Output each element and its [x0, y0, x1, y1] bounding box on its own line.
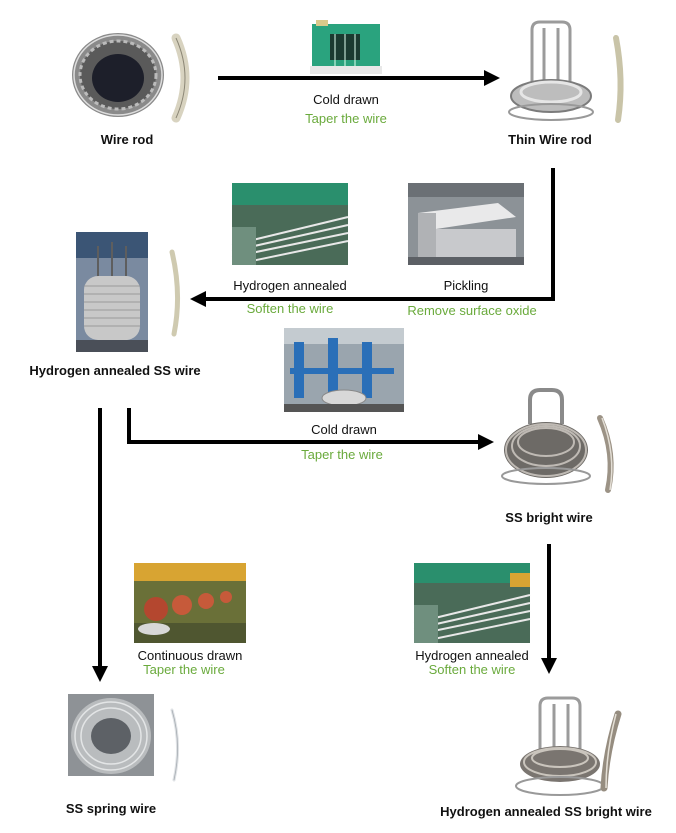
thin-wire-rod-coil-image — [508, 20, 594, 121]
process-cold-drawn-1-label: Cold drawn — [313, 92, 379, 107]
hydrogen-annealed-ss-bright-wire-sample-image — [600, 710, 622, 792]
node-thin-wire-rod: Thin Wire rod — [508, 132, 592, 147]
node-wire-rod: Wire rod — [100, 132, 154, 147]
process-hydrogen-annealed-1-sub: Soften the wire — [246, 301, 334, 316]
ss-spring-wire-sample-image — [170, 708, 180, 782]
hydrogen-annealed-ss-wire-sample-image — [169, 249, 181, 337]
pickling-tank-image — [408, 183, 524, 265]
cold-drawn-factory-image — [284, 328, 404, 412]
cold-drawn-machine-image — [310, 20, 382, 74]
process-continuous-drawn-sub: Taper the wire — [143, 662, 225, 677]
node-hydrogen-annealed-ss-wire: Hydrogen annealed SS wire — [29, 363, 201, 378]
ss-spring-wire-coil-image — [68, 694, 154, 776]
continuous-drawn-machine-image — [134, 563, 246, 643]
wire-rod-coil-image — [72, 33, 164, 117]
process-continuous-drawn-label: Continuous drawn — [137, 648, 243, 663]
ss-bright-wire-coil-image — [501, 388, 591, 485]
hydrogen-annealed-machine-image-2 — [413, 563, 531, 643]
process-hydrogen-annealed-2-sub: Soften the wire — [428, 662, 516, 677]
process-cold-drawn-2-label: Cold drawn — [311, 422, 377, 437]
hydrogen-annealed-machine-image-1 — [231, 183, 349, 265]
node-hydrogen-annealed-ss-bright-wire: Hydrogen annealed SS bright wire — [440, 804, 652, 819]
node-ss-bright-wire: SS bright wire — [505, 510, 593, 525]
process-cold-drawn-2-sub: Taper the wire — [301, 447, 383, 462]
ss-bright-wire-sample-image — [597, 415, 614, 493]
arrow-annealed-to-bright — [127, 408, 480, 444]
process-hydrogen-annealed-2-label: Hydrogen annealed — [415, 648, 529, 663]
process-hydrogen-annealed-1-label: Hydrogen annealed — [233, 278, 347, 293]
hydrogen-annealed-ss-bright-wire-coil-image — [515, 696, 605, 796]
process-pickling-sub: Remove surface oxide — [407, 303, 537, 318]
hydrogen-annealed-ss-wire-coil-image — [76, 232, 148, 352]
process-cold-drawn-1-sub: Taper the wire — [305, 111, 387, 126]
arrow-thin-to-annealed — [204, 168, 555, 301]
node-ss-spring-wire: SS spring wire — [65, 801, 157, 816]
wire-rod-sample-image — [171, 33, 190, 123]
thin-wire-rod-sample-image — [613, 35, 624, 123]
process-pickling-label: Pickling — [443, 278, 489, 293]
